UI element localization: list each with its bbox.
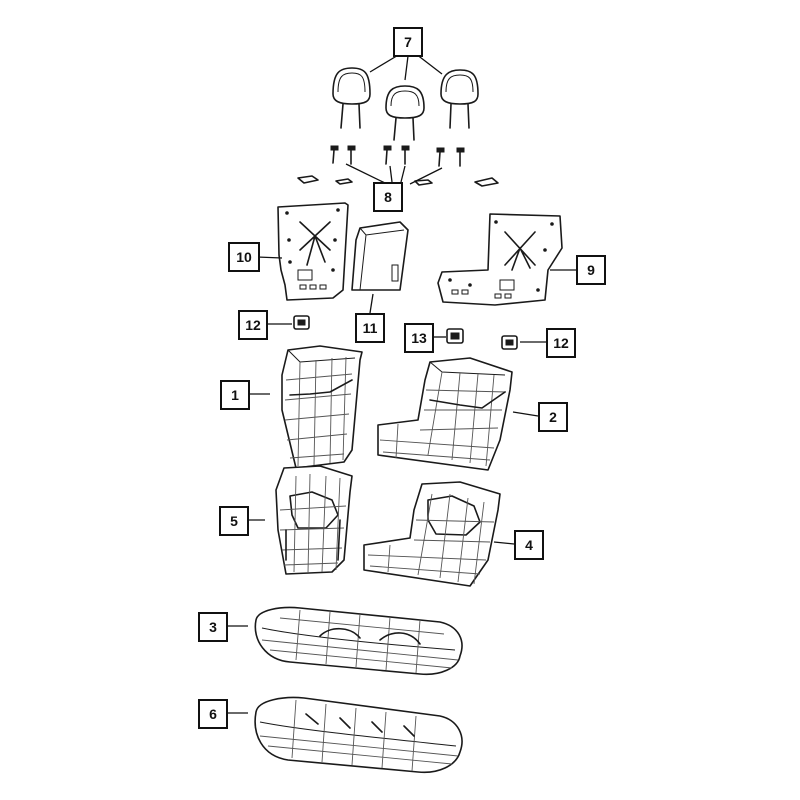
callout-12-right[interactable]: 12 [546,328,576,358]
callout-6[interactable]: 6 [198,699,228,729]
guide-pin [436,147,445,167]
seat-back-frame-right[interactable] [437,213,563,306]
seat-cushion-cover[interactable] [254,606,463,676]
guide-pin [456,147,465,167]
seat-back-cover-left-alt[interactable] [275,465,353,575]
callout-3[interactable]: 3 [198,612,228,642]
latch-bezel-center[interactable] [446,328,464,344]
callout-11[interactable]: 11 [355,313,385,343]
seat-back-cover-right-alt[interactable] [363,481,501,587]
guide-clip [297,175,319,184]
armrest[interactable] [351,221,409,291]
headrest-left[interactable] [332,67,371,129]
seat-cushion-cover-alt[interactable] [254,696,463,774]
guide-pin [383,145,392,165]
guide-clip [335,178,353,185]
guide-pin [347,145,356,165]
headrest-right[interactable] [440,69,479,129]
headrest-center[interactable] [385,85,425,141]
guide-pin [401,145,410,165]
headrest-guides[interactable] [297,145,499,187]
callout-1[interactable]: 1 [220,380,250,410]
seat-back-cover-right[interactable] [377,357,513,471]
leader-lines [228,53,576,714]
guide-clip [474,177,499,187]
callout-8[interactable]: 8 [373,182,403,212]
callout-13[interactable]: 13 [404,323,434,353]
callout-4[interactable]: 4 [514,530,544,560]
callout-12-left[interactable]: 12 [238,310,268,340]
callout-7[interactable]: 7 [393,27,423,57]
seat-back-frame-left[interactable] [277,202,349,301]
guide-clip [414,179,433,186]
latch-bezel-left[interactable] [293,315,310,330]
callout-2[interactable]: 2 [538,402,568,432]
callout-9[interactable]: 9 [576,255,606,285]
callout-10[interactable]: 10 [228,242,260,272]
callout-5[interactable]: 5 [219,506,249,536]
guide-pin [330,145,339,164]
seat-back-cover-left[interactable] [281,345,363,469]
latch-bezel-right[interactable] [501,335,518,350]
